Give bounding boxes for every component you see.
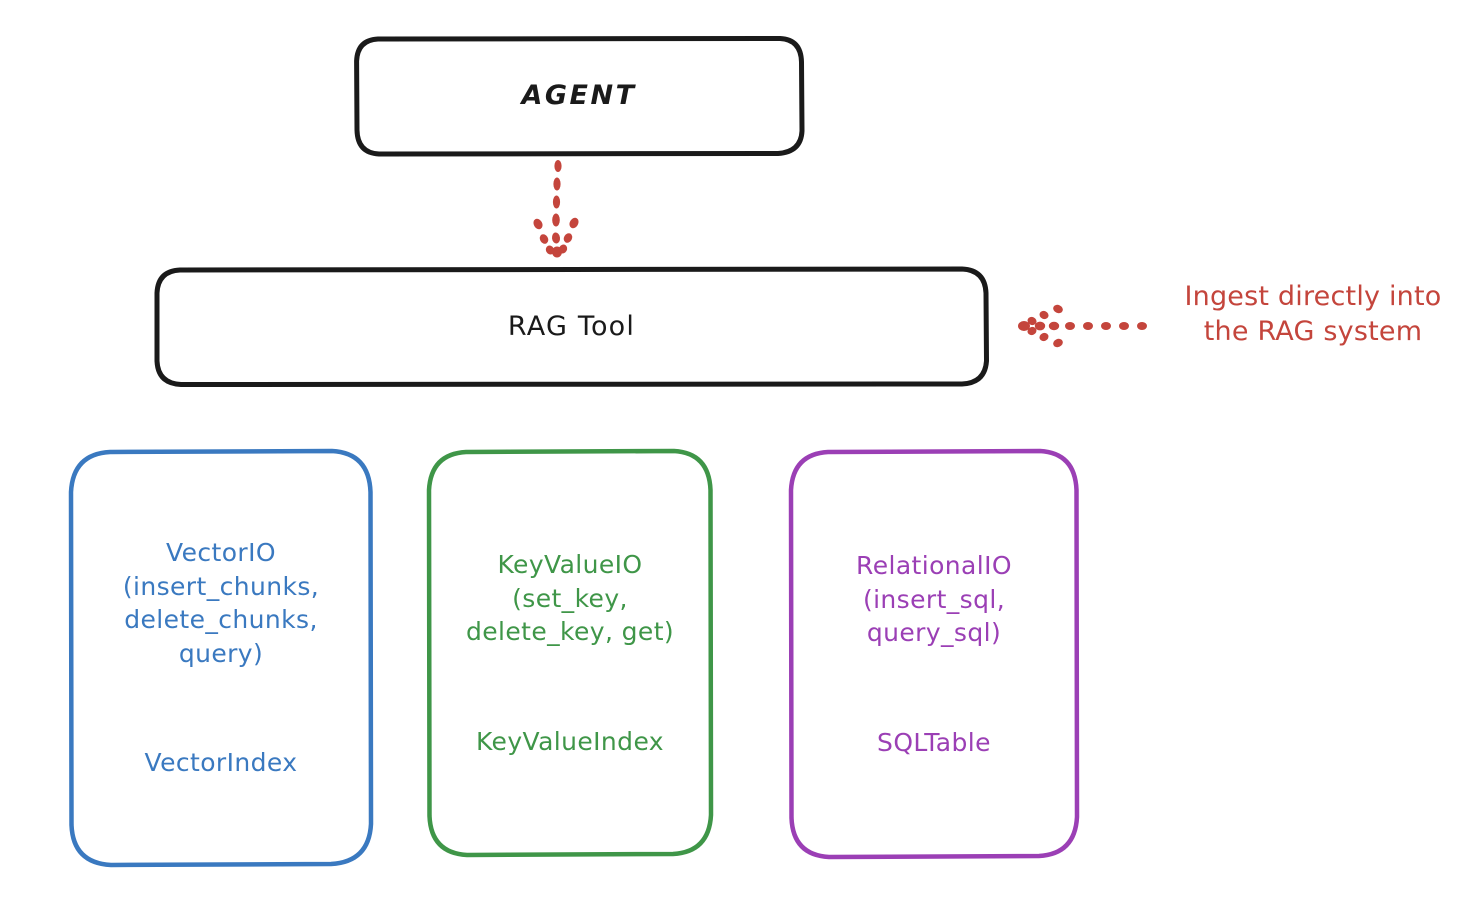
rag-tool-label: RAG Tool bbox=[507, 310, 636, 342]
rag-tool-node[interactable]: RAG Tool bbox=[154, 266, 989, 387]
vector-io-index-label: VectorIndex bbox=[144, 748, 298, 778]
relational-io-node[interactable]: RelationalIO (insert_sql, query_sql) SQL… bbox=[788, 448, 1080, 860]
vector-io-node[interactable]: VectorIO (insert_chunks, delete_chunks, … bbox=[68, 448, 374, 868]
vector-io-methods-label: VectorIO (insert_chunks, delete_chunks, … bbox=[122, 538, 320, 668]
relational-io-text-block: RelationalIO (insert_sql, query_sql) SQL… bbox=[788, 516, 1080, 793]
agent-node[interactable]: AGENT bbox=[354, 36, 804, 156]
key-value-io-text-block: KeyValueIO (set_key, delete_key, get) Ke… bbox=[426, 515, 714, 792]
relational-io-index-label: SQLTable bbox=[877, 727, 991, 757]
ingest-arrow-icon bbox=[1018, 304, 1147, 348]
key-value-io-node[interactable]: KeyValueIO (set_key, delete_key, get) Ke… bbox=[426, 448, 714, 858]
key-value-io-index-label: KeyValueIndex bbox=[475, 726, 664, 756]
relational-io-methods-label: RelationalIO (insert_sql, query_sql) bbox=[856, 551, 1012, 647]
agent-to-rag-tool-arrow-icon bbox=[533, 160, 579, 258]
vector-io-text-block: VectorIO (insert_chunks, delete_chunks, … bbox=[68, 503, 374, 814]
key-value-io-methods-label: KeyValueIO (set_key, delete_key, get) bbox=[465, 550, 675, 646]
ingest-annotation-label: Ingest directly into the RAG system bbox=[1184, 281, 1442, 347]
agent-label: AGENT bbox=[521, 80, 637, 112]
